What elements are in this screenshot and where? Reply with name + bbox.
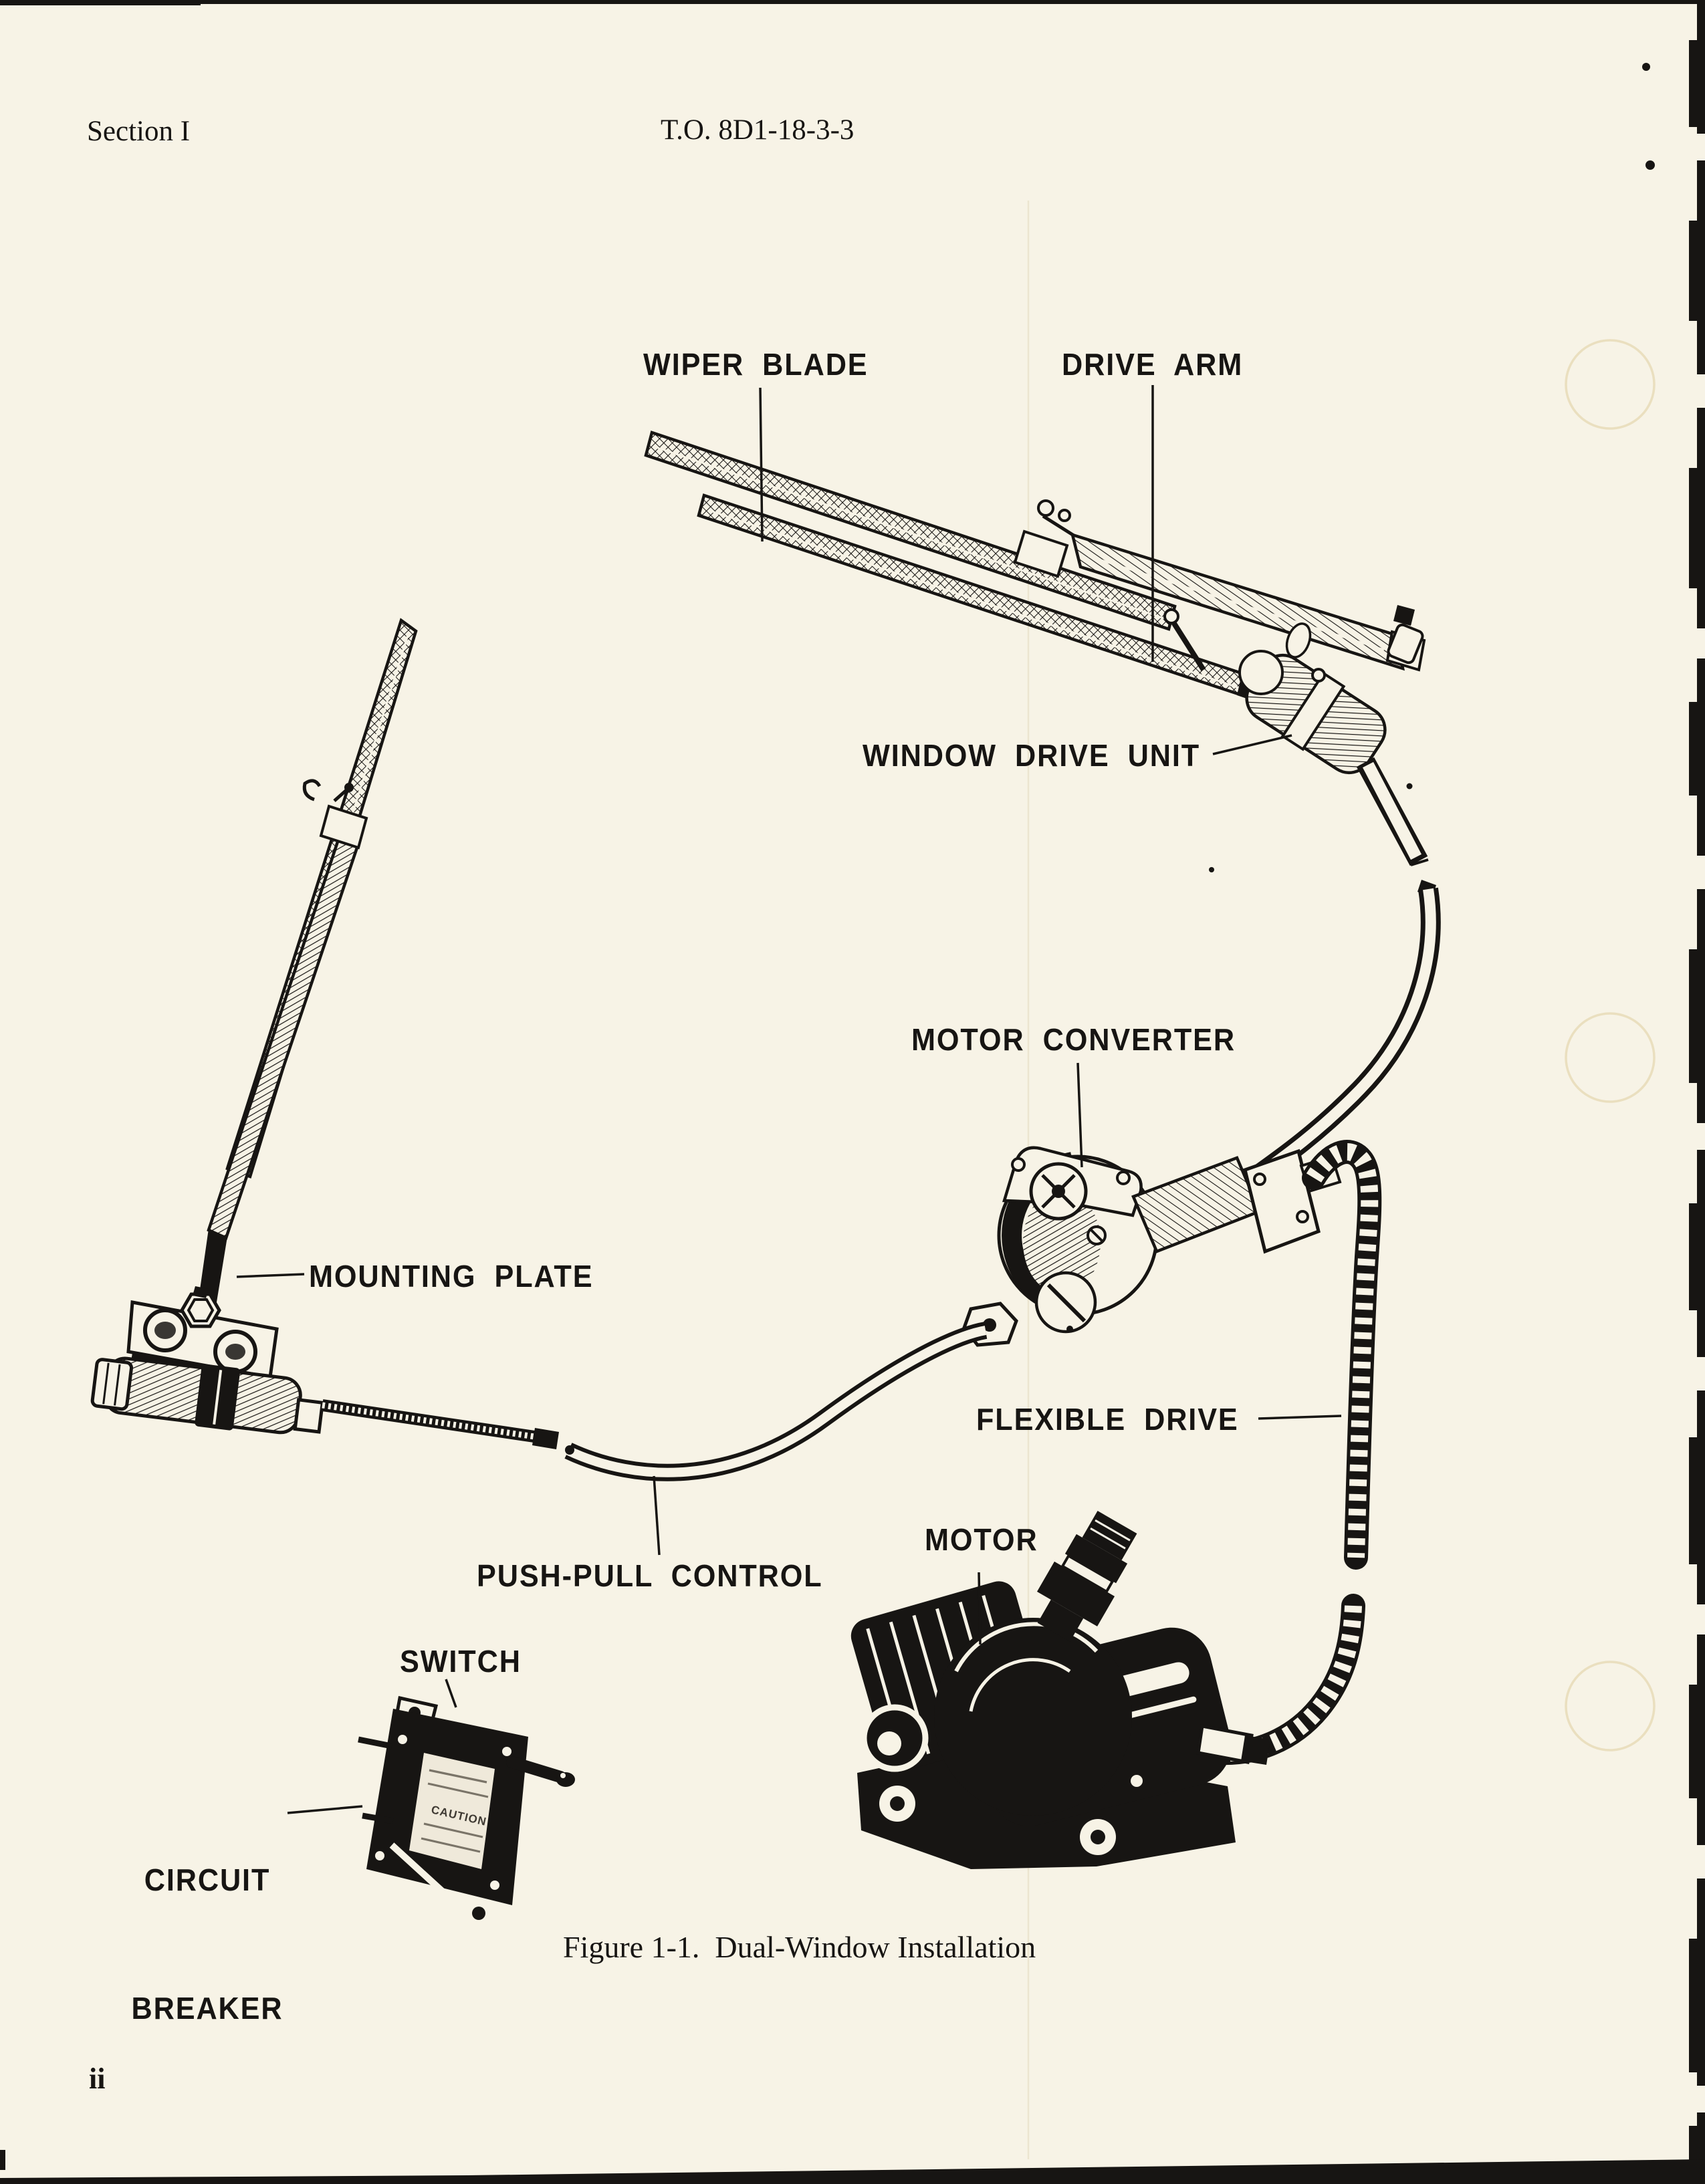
mounting-plate-assembly xyxy=(90,1286,325,1435)
punch-hole-ghosts xyxy=(1565,339,1656,1751)
label-circuit-breaker-line1: CIRCUIT xyxy=(144,1862,271,1897)
label-drive-arm: DRIVE ARM xyxy=(1062,347,1244,382)
label-wiper-blade: WIPER BLADE xyxy=(643,347,869,382)
leader-flexible-drive xyxy=(1258,1415,1342,1420)
label-mounting-plate: MOUNTING PLATE xyxy=(309,1259,594,1294)
leader-circuit-breaker xyxy=(287,1805,363,1814)
circuit-breaker-switch: CAUTION xyxy=(358,1695,575,1920)
label-window-drive-unit: WINDOW DRIVE UNIT xyxy=(863,738,1201,773)
drive-arm-assembly xyxy=(1070,532,1426,672)
label-motor-converter: MOTOR CONVERTER xyxy=(911,1022,1236,1057)
label-flexible-drive: FLEXIBLE DRIVE xyxy=(976,1402,1239,1437)
flexible-drive-coil xyxy=(1209,1140,1382,1766)
motor-illustration xyxy=(850,1511,1270,1869)
push-pull-control-cable xyxy=(321,1322,988,1481)
leader-window-drive-unit xyxy=(1212,734,1292,755)
window-drive-unit xyxy=(1238,650,1441,1189)
motor-connector xyxy=(1036,1511,1137,1642)
leader-lines xyxy=(236,385,1342,1814)
header-section: Section I xyxy=(87,116,191,147)
leader-mounting-plate xyxy=(236,1273,305,1278)
label-circuit-breaker-line2: BREAKER xyxy=(131,1991,283,2026)
left-wiper-assembly xyxy=(198,618,418,1310)
label-push-pull-control: PUSH-PULL CONTROL xyxy=(477,1558,823,1593)
motor-converter xyxy=(962,1146,1342,1347)
label-switch: SWITCH xyxy=(400,1644,522,1679)
label-motor: MOTOR xyxy=(925,1522,1038,1557)
leader-switch xyxy=(445,1679,457,1708)
leader-motor-converter xyxy=(1076,1062,1083,1168)
leader-push-pull xyxy=(653,1475,661,1556)
page-number: ii xyxy=(89,2062,106,2095)
figure-caption: Figure 1-1. Dual-Window Installation xyxy=(563,1930,1036,1964)
leader-motor xyxy=(978,1572,982,1645)
label-circuit-breaker: CIRCUIT BREAKER xyxy=(129,1773,286,2115)
header-doc-number: T.O. 8D1-18-3-3 xyxy=(661,114,855,146)
leader-wiper-blade xyxy=(759,387,764,542)
wiper-blade-assembly xyxy=(644,431,1272,705)
